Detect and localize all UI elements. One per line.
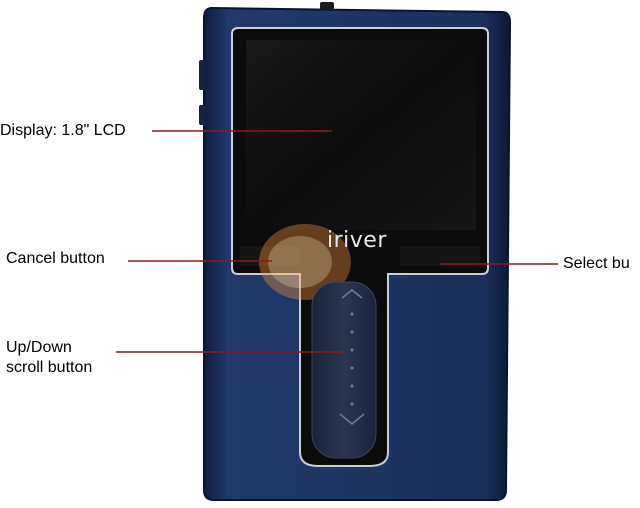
watermark-logo <box>259 224 351 300</box>
scroll-pad <box>311 281 377 459</box>
scroll-down-chevron-icon <box>339 413 365 426</box>
callout-select-label: Select bu <box>563 255 630 272</box>
scroll-dots <box>350 312 354 406</box>
callout-display-label: Display: 1.8" LCD <box>0 122 126 139</box>
brand-logo-text: iriver <box>327 228 387 253</box>
callout-scroll-label: Up/Down scroll button <box>6 339 93 376</box>
callout-cancel-label: Cancel button <box>6 250 105 267</box>
scroll-up-chevron-icon <box>341 288 363 299</box>
side-button-upper <box>199 60 205 90</box>
lcd-screen <box>246 40 476 230</box>
select-button-key <box>400 246 480 266</box>
side-button-lower <box>199 105 205 125</box>
top-button <box>320 2 334 10</box>
